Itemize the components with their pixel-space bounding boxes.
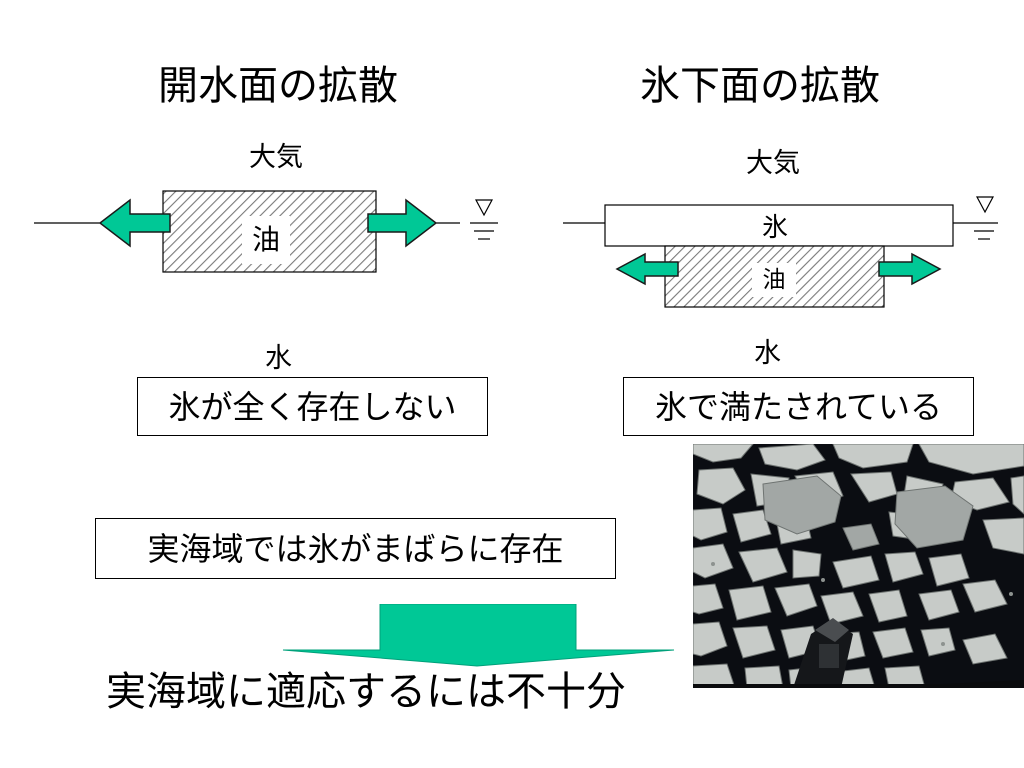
photo-sea-ice-icon xyxy=(693,444,1024,688)
right-air-label: 大気 xyxy=(746,148,800,179)
water-surface-symbol-icon xyxy=(470,199,498,240)
right-caption-box: 氷で満たされている xyxy=(623,377,974,436)
left-air-label: 大気 xyxy=(249,142,303,173)
right-water-label: 水 xyxy=(754,338,781,369)
left-diagram-title: 開水面の拡散 xyxy=(158,63,398,109)
left-spread-arrow-left xyxy=(98,198,171,248)
water-surface-symbol-icon-right xyxy=(970,196,998,240)
right-diagram-title: 氷下面の拡散 xyxy=(640,63,880,109)
left-oil-label: 油 xyxy=(242,216,290,264)
reality-box: 実海域では氷がまばらに存在 xyxy=(95,518,616,579)
right-oil-label: 油 xyxy=(752,263,796,297)
right-spread-arrow-left xyxy=(615,252,679,286)
right-spread-arrow-right xyxy=(878,252,942,286)
left-water-label: 水 xyxy=(265,343,292,374)
spreading-diagrams xyxy=(34,190,998,308)
left-spread-arrow-right xyxy=(367,198,438,248)
left-caption-box: 氷が全く存在しない xyxy=(137,377,488,436)
down-arrow xyxy=(282,604,675,667)
conclusion-text: 実海域に適応するには不十分 xyxy=(106,669,626,715)
ice-label: 氷 xyxy=(762,213,789,243)
